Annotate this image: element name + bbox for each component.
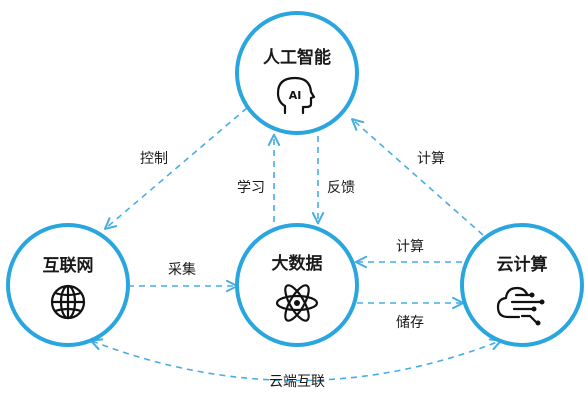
edge-label-ai-internet: 控制 (140, 151, 168, 167)
edges (89, 107, 503, 382)
node-bigdata: 大数据 (235, 223, 359, 347)
node-bigdata-title: 大数据 (272, 253, 323, 274)
edge-cloud-to-ai (351, 118, 484, 236)
node-internet-title: 互联网 (43, 256, 94, 276)
node-cloud: 云计算 (460, 223, 584, 347)
node-bigdata-circle (235, 223, 359, 347)
edge-label-ai-bigdata: 反馈 (327, 180, 355, 196)
node-internet: 互联网 (6, 223, 130, 347)
atom-icon (275, 284, 319, 322)
globe-icon (50, 284, 86, 320)
edge-ai-to-internet (104, 107, 248, 230)
edge-label-bigdata-cloud: 储存 (396, 315, 424, 331)
ai-icon-label: AI (289, 89, 302, 102)
node-ai-circle (235, 11, 359, 135)
cloud-network-icon (496, 286, 545, 326)
node-ai: 人工智能 AI (235, 11, 359, 135)
node-cloud-circle (460, 223, 584, 347)
edge-label-internet-cloud: 云端互联 (269, 374, 325, 390)
edge-label-cloud-bigdata: 计算 (396, 239, 424, 255)
edge-label-bigdata-ai: 学习 (237, 180, 265, 196)
node-ai-title: 人工智能 (263, 47, 331, 68)
edge-label-cloud-ai: 计算 (417, 151, 445, 167)
edge-internet-cloud (89, 338, 503, 382)
ai-head-icon: AI (276, 76, 316, 115)
edge-labels: 控制 学习 反馈 计算 采集 计算 储存 云端互联 (140, 151, 445, 390)
node-cloud-title: 云计算 (497, 254, 548, 275)
edge-label-internet-bigdata: 采集 (168, 261, 196, 278)
